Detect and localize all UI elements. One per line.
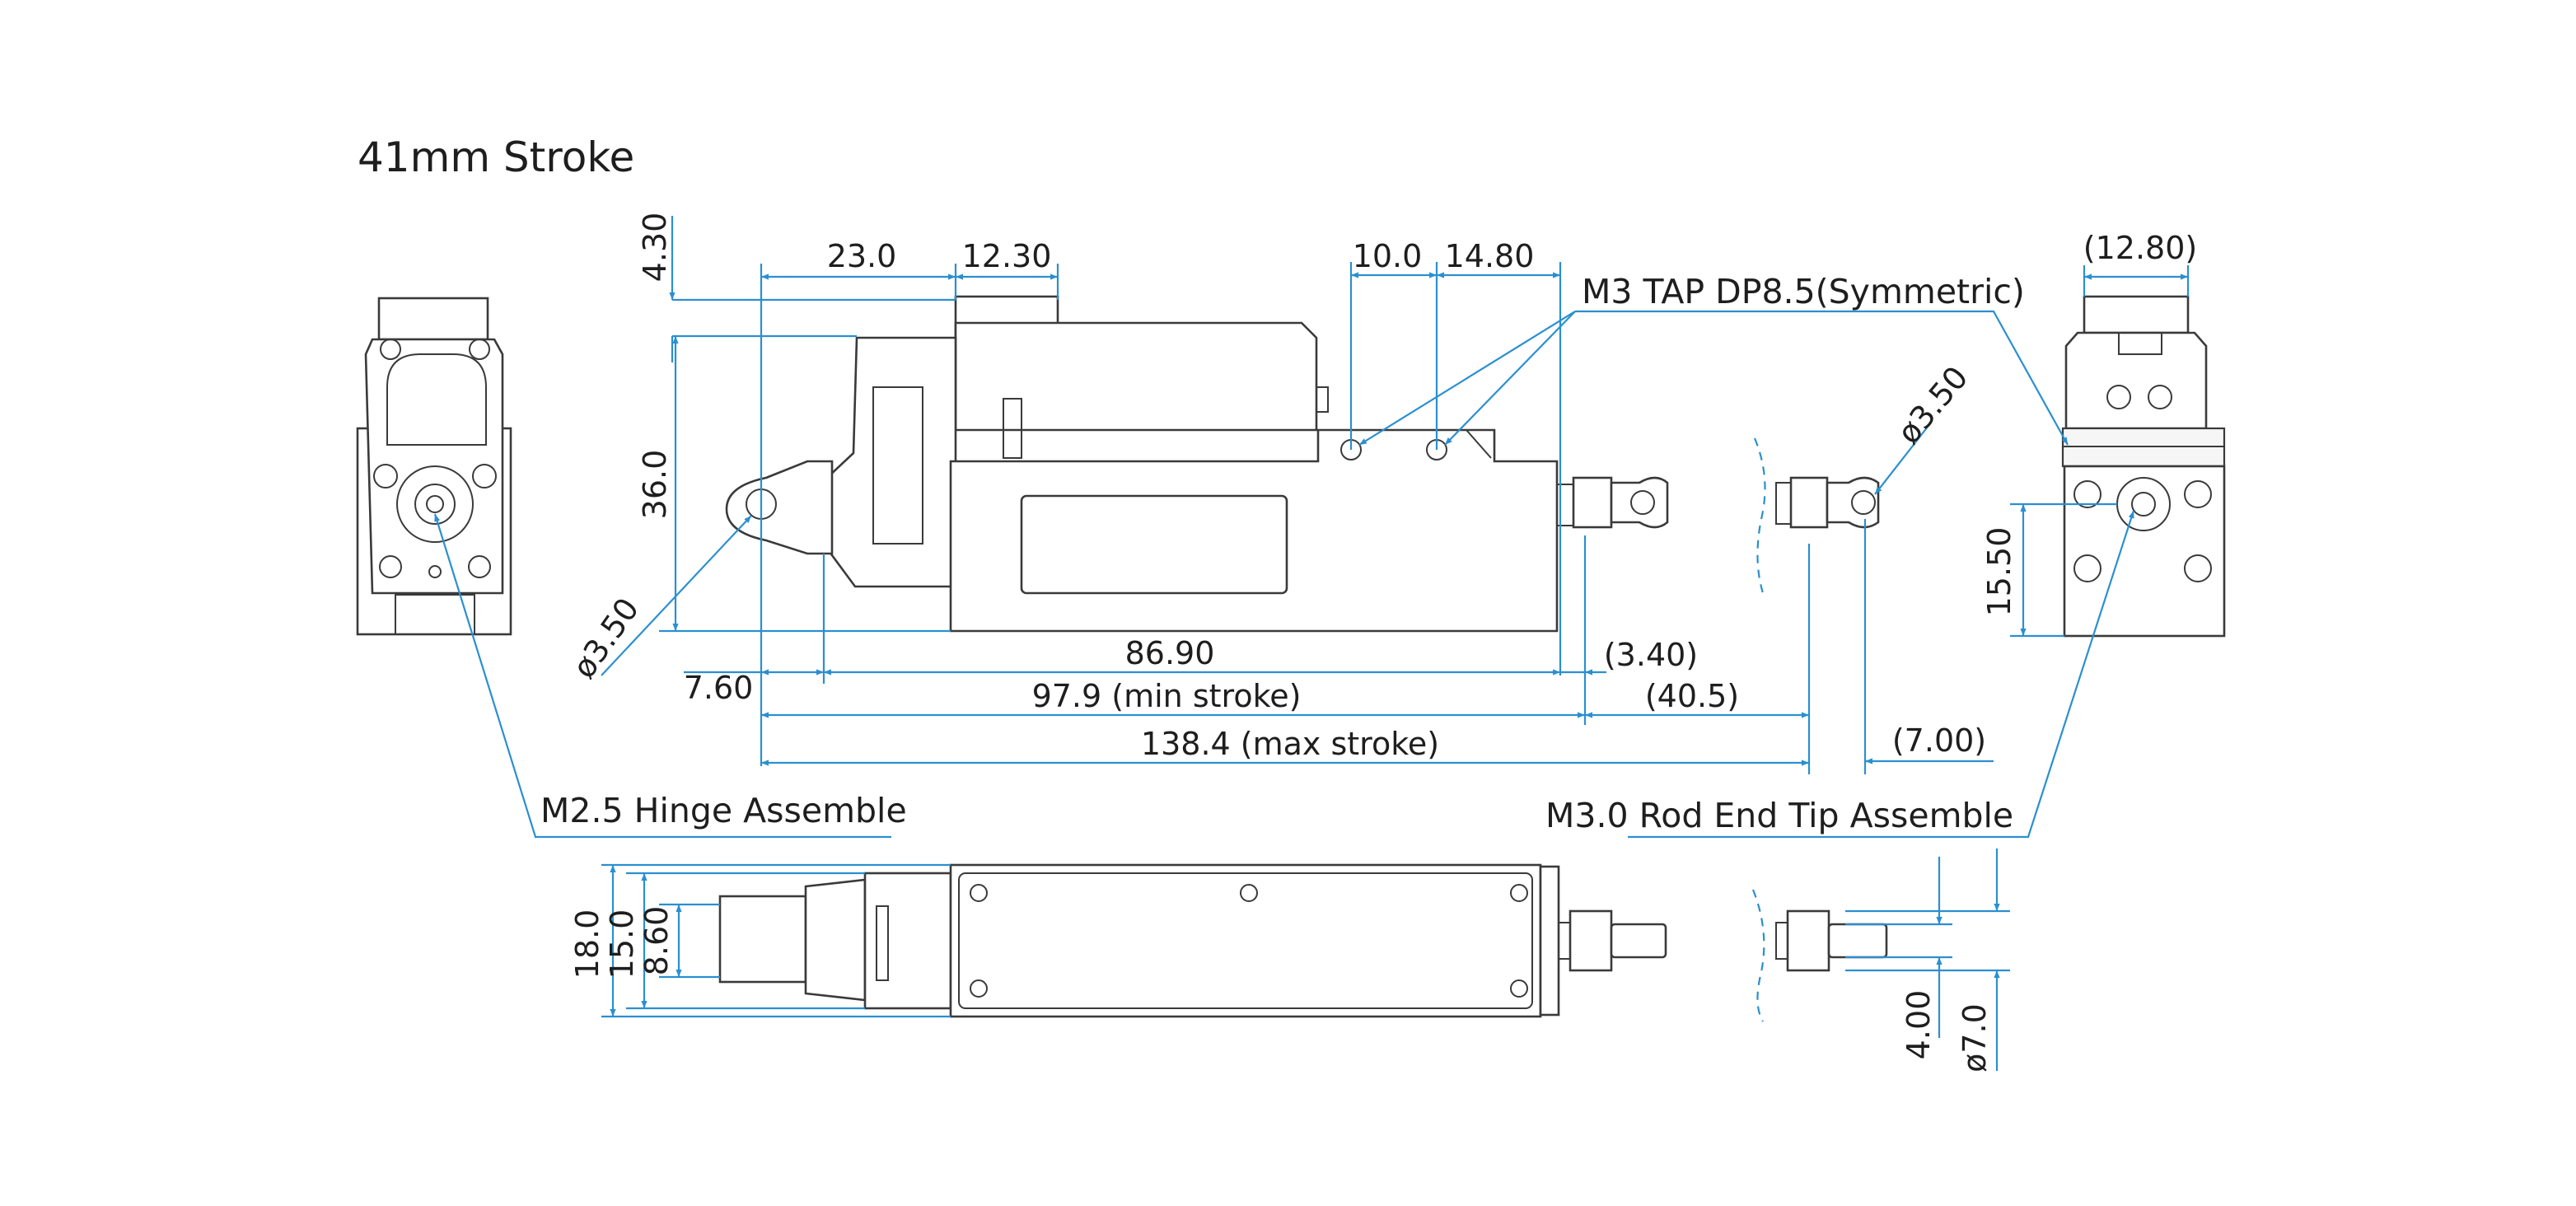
top-view-rod-tip	[1610, 923, 1667, 959]
left-end-connector	[377, 297, 489, 341]
dim-4-00: 4.00	[1900, 990, 1937, 1060]
left-end-lower-tab	[395, 594, 475, 635]
dim-23-0: 23.0	[827, 238, 897, 274]
dimension-lines	[433, 216, 2190, 1071]
dim-14-80: 14.80	[1445, 238, 1535, 274]
body-label-window	[1020, 494, 1288, 595]
motor-housing	[954, 321, 1318, 432]
top-view-hinge-mount	[804, 878, 867, 1002]
dim-15-50: 15.50	[1981, 527, 2017, 617]
bottom-ext-nut	[1786, 909, 1830, 972]
dim-7-60: 7.60	[684, 670, 754, 706]
left-end-hinge-hole	[426, 495, 444, 513]
rod-end-tip	[1610, 476, 1669, 529]
body-step	[1318, 429, 1492, 459]
dim-40-5: (40.5)	[1645, 678, 1739, 714]
dim-7-00: (7.00)	[1892, 722, 1986, 759]
dim-8-60: 8.60	[638, 906, 675, 976]
top-view-screw-2	[1240, 884, 1258, 902]
drawing-title: 41mm Stroke	[358, 133, 634, 181]
main-side-view	[725, 295, 1669, 633]
right-end-motor-screw-1	[2106, 385, 2131, 409]
rod-end-hole	[1630, 490, 1655, 515]
dim-138-4-max-stroke: 138.4 (max stroke)	[1141, 726, 1439, 762]
dim-86-90: 86.90	[1125, 635, 1215, 671]
motor-slot	[1003, 398, 1022, 459]
top-view-gear-slot	[876, 905, 889, 981]
right-end-base	[2063, 465, 2226, 638]
top-view-screw-3	[1510, 884, 1528, 902]
top-view-screw-1	[970, 884, 988, 902]
left-end-screw-tl	[380, 339, 401, 360]
left-end-screw-bl	[379, 555, 402, 578]
right-end-rod-hole	[2131, 492, 2156, 517]
left-end-screw-mr	[472, 464, 497, 488]
dim-36-0: 36.0	[637, 450, 673, 520]
callout-m3-tap: M3 TAP DP8.5(Symmetric)	[1582, 272, 2025, 311]
right-end-screw-tr	[2184, 480, 2212, 508]
top-view-rod-collar	[1558, 922, 1571, 960]
motor-bump	[1316, 386, 1329, 413]
right-end-view	[2061, 295, 2226, 638]
dim-97-9-min-stroke: 97.9 (min stroke)	[1032, 678, 1302, 714]
top-view-end-cap	[1539, 865, 1560, 1017]
dim-18-0: 18.0	[569, 909, 605, 979]
left-end-screw-tr	[469, 339, 490, 360]
left-end-small-hole	[428, 565, 442, 578]
callout-rod-end: M3.0 Rod End Tip Assemble	[1545, 796, 2013, 835]
dim-10-0: 10.0	[1353, 238, 1423, 274]
right-end-latch	[2118, 332, 2162, 355]
bottom-top-view	[718, 863, 1667, 1018]
left-end-view	[356, 297, 512, 636]
ext-rod-collar	[1775, 482, 1792, 525]
bottom-ext-collar	[1775, 922, 1788, 960]
right-end-motor	[2064, 331, 2208, 430]
top-view-screw-4	[970, 979, 988, 998]
gearbox-housing	[825, 336, 957, 588]
break-line-top	[1753, 437, 1766, 594]
hinge-eye	[725, 460, 834, 555]
dim-phi-7-0: ø7.0	[1957, 1003, 1993, 1073]
dim-12-30: 12.30	[962, 238, 1052, 274]
left-end-screw-br	[468, 555, 491, 578]
right-end-motor-screw-2	[2148, 385, 2172, 409]
gearbox-inner	[872, 386, 923, 545]
left-end-hinge-boss	[414, 484, 456, 525]
top-view-screw-5	[1510, 979, 1528, 998]
left-end-hinge-ring	[396, 465, 474, 543]
top-view-cover-plate	[958, 872, 1533, 1009]
bottom-ext-tip	[1827, 923, 1888, 959]
ext-rod-end-hole	[1851, 490, 1876, 515]
left-end-cap	[386, 353, 487, 446]
right-end-screw-br	[2184, 554, 2212, 582]
dim-3-40: (3.40)	[1604, 637, 1698, 673]
bottom-extended-rod	[1775, 909, 1888, 972]
dim-12-80: (12.80)	[2083, 230, 2197, 266]
rod-nut	[1572, 476, 1613, 529]
top-view-body	[949, 863, 1542, 1018]
right-end-screw-bl	[2073, 554, 2101, 582]
left-end-screw-ml	[373, 464, 398, 488]
dim-4-30: 4.30	[637, 213, 673, 283]
right-end-screw-tl	[2073, 480, 2101, 508]
right-end-connector	[2083, 295, 2190, 334]
dim-phi-3-50-right: ø3.50	[1891, 359, 1975, 451]
dim-15-0: 15.0	[604, 909, 640, 979]
top-view-gearbox	[863, 872, 952, 1010]
break-line-bottom	[1751, 889, 1765, 1022]
ext-rod-nut	[1789, 476, 1829, 529]
top-view-rod-nut	[1569, 909, 1613, 972]
extended-rod-end	[1775, 476, 1880, 529]
top-view-hinge-eye	[718, 895, 807, 984]
callout-hinge: M2.5 Hinge Assemble	[540, 791, 907, 830]
